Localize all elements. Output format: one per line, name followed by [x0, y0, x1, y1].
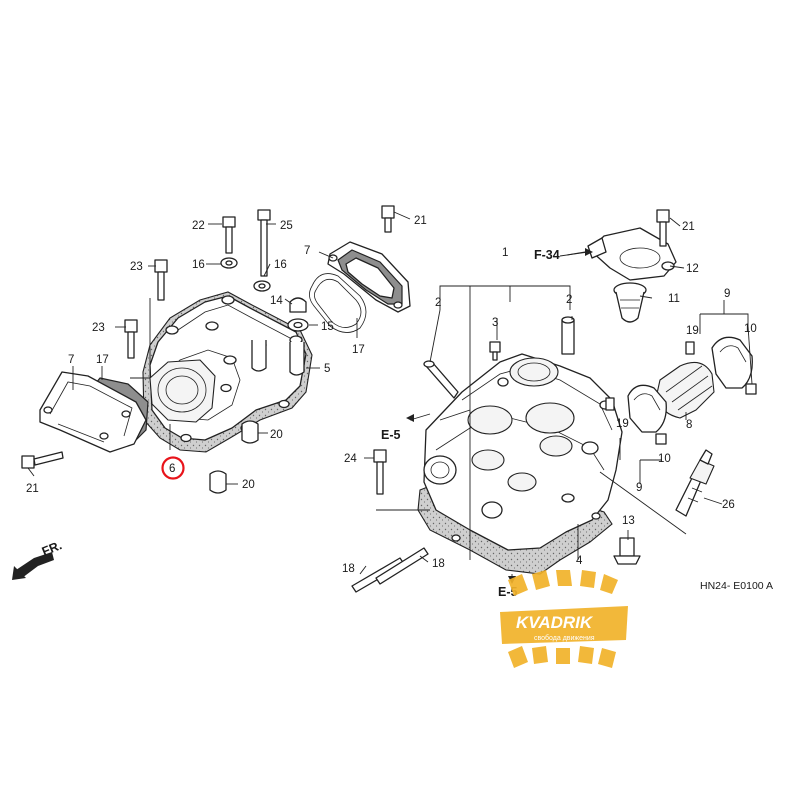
- dowel-20-upper: [241, 420, 259, 444]
- label-8: 8: [686, 419, 692, 431]
- label-9a: 9: [724, 288, 730, 300]
- bolts-left: [21, 205, 395, 494]
- intake-group: [605, 336, 757, 445]
- temp-sensor-13: [613, 537, 641, 565]
- label-7a: 7: [68, 354, 74, 366]
- label-13: 13: [622, 515, 635, 527]
- ref-e5-left: E-5: [381, 428, 401, 442]
- label-2b: 2: [566, 294, 572, 306]
- bolt-19-lower: [605, 397, 615, 411]
- label-15: 15: [321, 321, 334, 333]
- label-17b: 17: [352, 344, 365, 356]
- intake-port: [423, 455, 457, 485]
- label-6[interactable]: 6: [169, 463, 175, 475]
- watermark-brand: KVADRIK: [516, 613, 594, 632]
- watermark-logo: KVADRIK свобода движения: [500, 570, 628, 668]
- label-10b: 10: [658, 453, 671, 465]
- label-14: 14: [270, 295, 283, 307]
- valve-guide-2-right: [561, 319, 575, 355]
- dowel-20-lower: [209, 470, 227, 494]
- label-7b: 7: [304, 245, 310, 257]
- label-4: 4: [576, 555, 583, 567]
- label-23b: 23: [92, 322, 105, 334]
- thermostat-cover-12: [589, 227, 677, 281]
- bolt-21-right: [656, 209, 670, 223]
- bolt-23-upper: [154, 259, 168, 273]
- nut-10-lower: [655, 433, 667, 445]
- label-16b: 16: [274, 259, 287, 271]
- reference-arrows: F-34 E-5 E-5 FR.: [12, 248, 593, 599]
- front-label: FR.: [40, 538, 64, 559]
- label-21a: 21: [414, 215, 427, 227]
- head-fasteners: [351, 449, 429, 593]
- callout-numbers: 22 25 16 16 23 23 14 15 7 21 17 5 20 20 …: [26, 215, 757, 575]
- label-21c: 21: [682, 221, 695, 233]
- cover-plate-top: [309, 241, 411, 333]
- cover-gasket-17: [309, 273, 367, 333]
- label-22: 22: [192, 220, 205, 232]
- label-16a: 16: [192, 259, 205, 271]
- bolt-19-upper: [685, 341, 695, 355]
- valve-guides: [423, 316, 575, 399]
- label-20b: 20: [242, 479, 255, 491]
- label-5: 5: [324, 363, 330, 375]
- cylinder-head-cover-assembly: [142, 291, 313, 453]
- ref-f34: F-34: [534, 248, 560, 262]
- side-cover-left: [39, 371, 149, 453]
- bolt-22: [222, 216, 236, 228]
- label-9b: 9: [636, 482, 642, 494]
- label-17a: 17: [96, 354, 109, 366]
- label-26: 26: [722, 499, 735, 511]
- spark-plug-26: [675, 449, 715, 517]
- side-cover-7: [39, 371, 147, 453]
- clamp-9-upper: [711, 336, 753, 389]
- label-24: 24: [344, 453, 357, 465]
- bolt-24: [373, 449, 387, 463]
- label-20a: 20: [270, 429, 283, 441]
- front-direction-arrow: FR.: [12, 538, 64, 580]
- label-18b: 18: [432, 558, 445, 570]
- watermark-tagline: свобода движения: [534, 634, 595, 642]
- label-25: 25: [280, 220, 293, 232]
- bolt-23-lower: [124, 319, 138, 333]
- label-3: 3: [492, 317, 498, 329]
- stud-18-b: [375, 547, 429, 585]
- highlight-ring: [161, 456, 185, 480]
- diagram-code: HN24- E0100 A: [700, 580, 773, 592]
- label-2a: 2: [435, 297, 441, 309]
- label-11: 11: [668, 293, 680, 305]
- bolt-21-left: [21, 455, 35, 469]
- thermostat-group: [587, 209, 677, 323]
- bolt-25: [257, 209, 271, 221]
- dowel-3: [489, 341, 501, 353]
- label-18a: 18: [342, 563, 355, 575]
- cap-nut-14: [289, 297, 307, 313]
- label-19b: 19: [616, 418, 629, 430]
- bolt-21-top: [381, 205, 395, 219]
- label-23a: 23: [130, 261, 143, 273]
- label-10a: 10: [744, 323, 757, 335]
- nut-10-upper: [745, 383, 757, 395]
- label-21b: 21: [26, 483, 39, 495]
- cylinder-head-assembly: [417, 353, 623, 575]
- label-12: 12: [686, 263, 699, 275]
- label-1: 1: [502, 247, 508, 259]
- stud-18-a: [351, 557, 405, 593]
- clamp-9-lower: [627, 384, 667, 433]
- leader-lines: [27, 211, 753, 582]
- label-19a: 19: [686, 325, 699, 337]
